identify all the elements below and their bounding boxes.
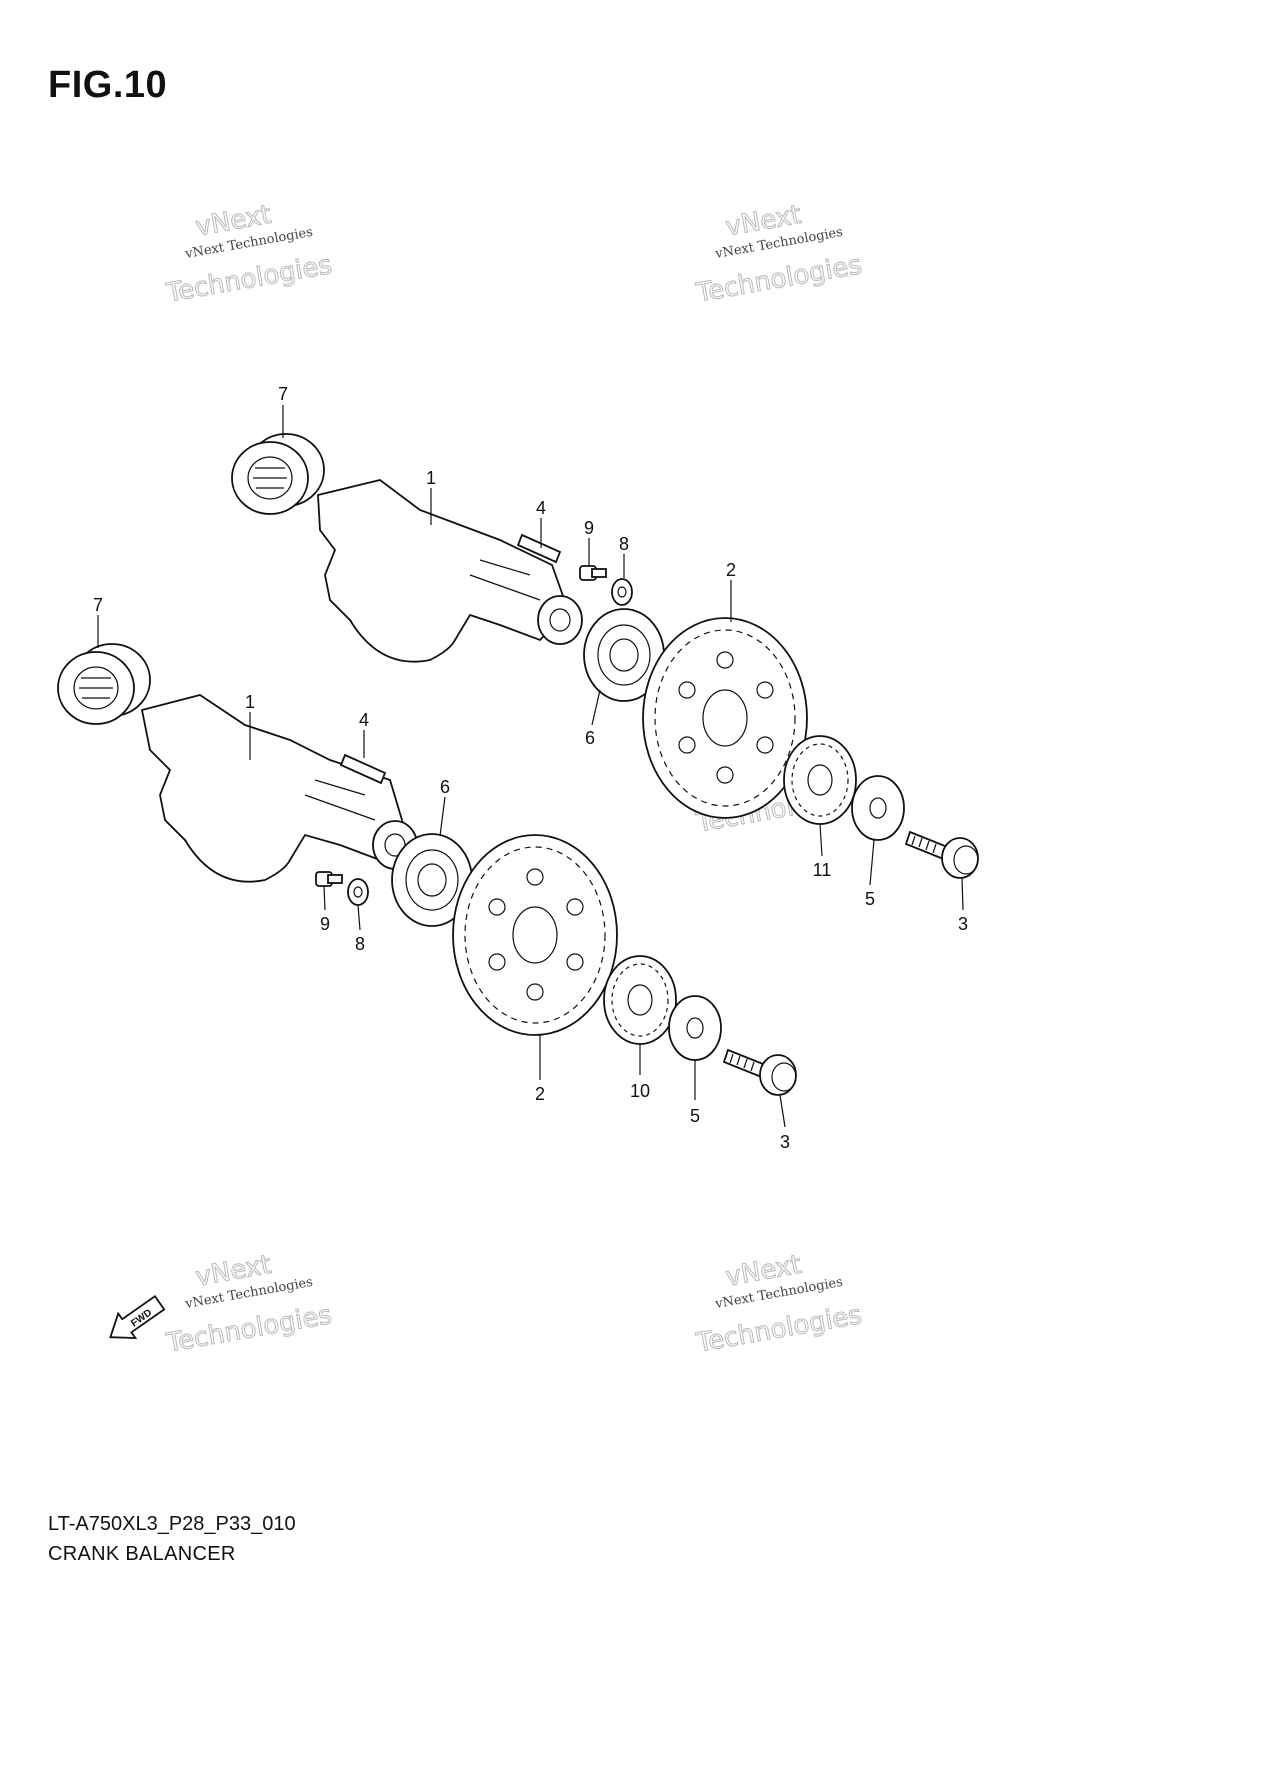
key-lower	[339, 753, 387, 785]
ball-bearing-lower	[391, 833, 473, 927]
callout-6: 6	[440, 777, 450, 797]
ball-bearing-upper	[583, 608, 665, 702]
callout-8: 8	[355, 934, 365, 954]
lock-washer-lower	[347, 878, 369, 906]
lock-washer-upper	[611, 578, 633, 606]
balancer-gear-small-upper	[783, 735, 857, 825]
balancer-driven-gear-upper	[642, 617, 808, 819]
callout-7: 7	[93, 595, 103, 615]
flat-washer-upper	[851, 775, 905, 841]
callout-2: 2	[726, 560, 736, 580]
callout-5: 5	[690, 1106, 700, 1126]
balancer-shaft-upper	[317, 479, 583, 663]
key-upper	[516, 533, 562, 564]
callout-10: 10	[630, 1081, 650, 1101]
bolt-small-upper	[579, 565, 607, 581]
watermark-bottom-right: vNext vNext Technologies Technologies	[693, 1249, 865, 1359]
callout-3: 3	[958, 914, 968, 934]
callout-5: 5	[865, 889, 875, 909]
bolt-small-lower	[315, 871, 343, 887]
balancer-gear-small-lower	[603, 955, 677, 1045]
callout-4: 4	[359, 710, 369, 730]
flat-washer-lower	[668, 995, 722, 1061]
needle-bearing-lower	[57, 643, 151, 725]
callout-8: 8	[619, 534, 629, 554]
callout-1: 1	[426, 468, 436, 488]
watermark-bottom-left: vNext vNext Technologies Technologies	[163, 1249, 335, 1359]
watermark-top-right: vNext vNext Technologies Technologies	[693, 199, 865, 309]
flange-bolt-upper	[904, 830, 979, 879]
callouts-upper: 7 1 4 9 8 6 2 11 5 3	[278, 384, 968, 934]
balancer-driven-gear-lower	[452, 834, 618, 1036]
balancer-shaft-lower	[140, 694, 418, 883]
callout-4: 4	[536, 498, 546, 518]
callout-11: 11	[813, 860, 832, 880]
watermark-top-left: vNext vNext Technologies Technologies	[163, 199, 335, 309]
callout-2: 2	[535, 1084, 545, 1104]
leader-lines	[97, 405, 964, 1128]
figure-title: FIG.10	[48, 64, 168, 106]
callout-1: 1	[245, 692, 255, 712]
flange-bolt-lower	[722, 1048, 797, 1096]
callout-7: 7	[278, 384, 288, 404]
needle-bearing-upper	[231, 433, 325, 515]
document-name: CRANK BALANCER	[48, 1543, 236, 1565]
fwd-arrow-icon: FWD	[109, 1294, 166, 1339]
callouts-lower: 7 1 4 6 9 8 2 10 5 3	[93, 595, 790, 1152]
callout-3: 3	[780, 1132, 790, 1152]
document-code: LT-A750XL3_P28_P33_010	[48, 1513, 296, 1535]
callout-9: 9	[584, 518, 594, 538]
callout-9: 9	[320, 914, 330, 934]
callout-6: 6	[585, 728, 595, 748]
